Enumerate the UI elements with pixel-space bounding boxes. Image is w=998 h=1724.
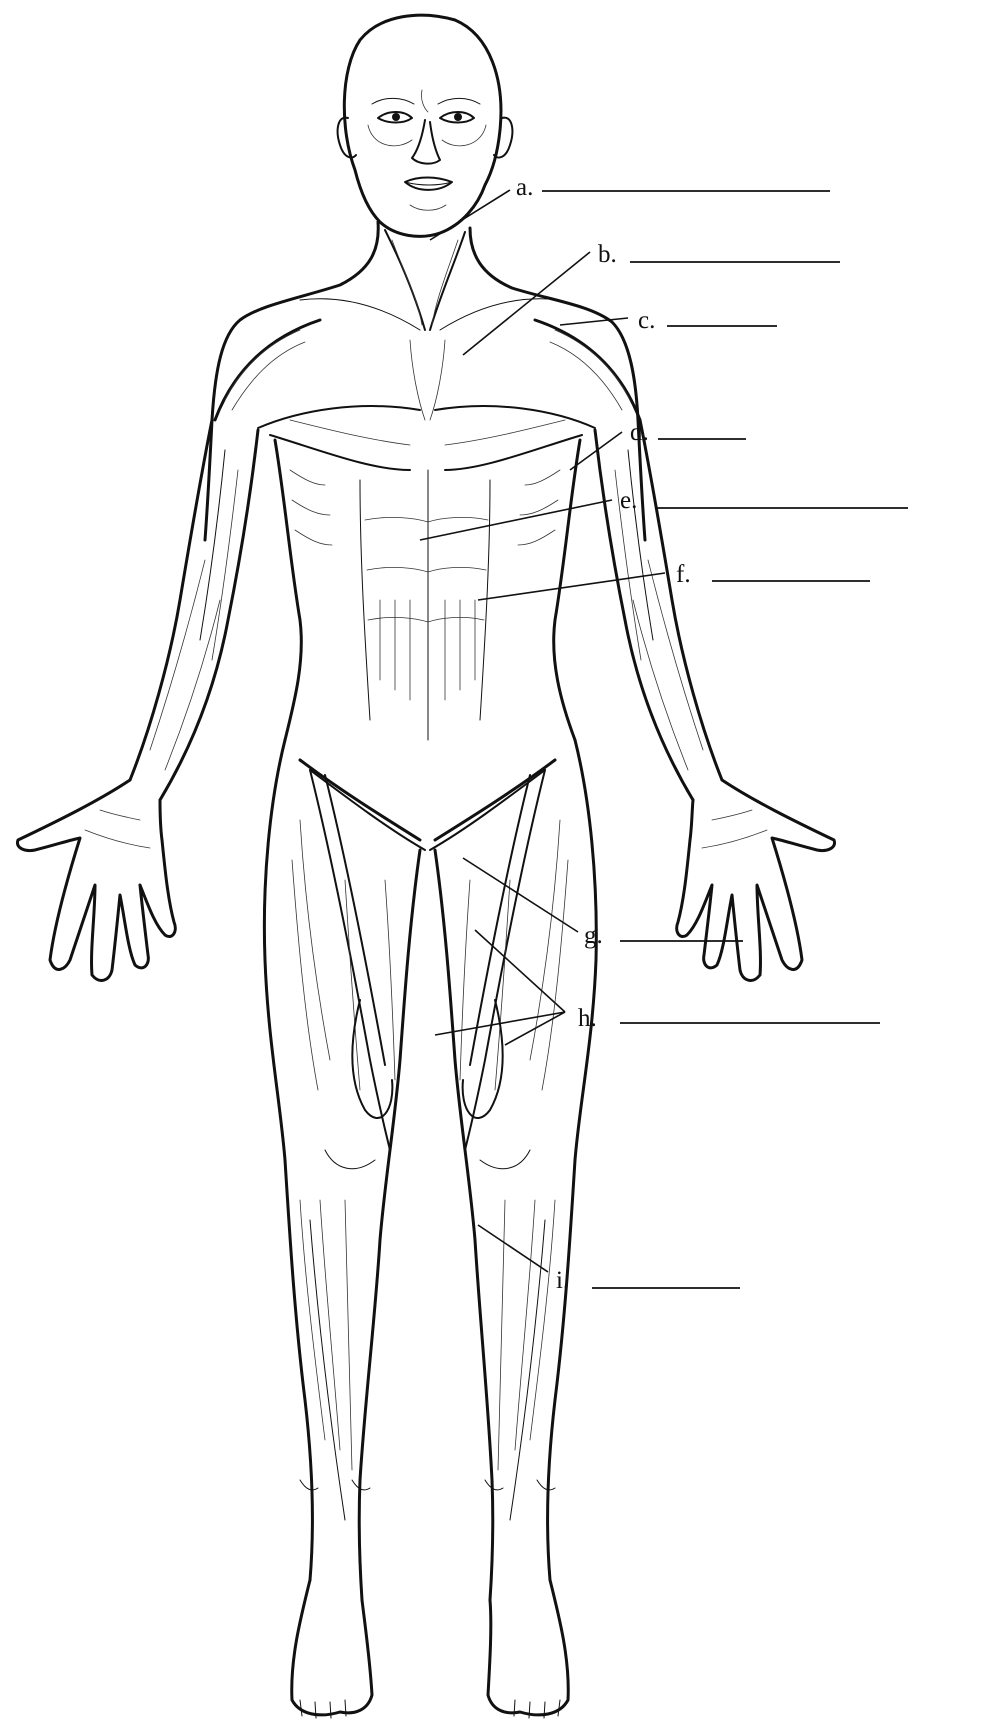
label-e: e.	[620, 487, 637, 514]
leader-line-e	[420, 500, 612, 540]
legs	[264, 740, 596, 1600]
label-a: a.	[516, 174, 533, 201]
label-g: g.	[584, 922, 603, 949]
label-h: h.	[578, 1005, 597, 1032]
human-figure-illustration	[17, 15, 834, 1718]
label-b: b.	[598, 241, 617, 268]
label-d: d.	[630, 419, 649, 446]
leader-line-i	[478, 1225, 548, 1272]
leader-line-g	[463, 858, 578, 932]
label-f: f.	[676, 561, 691, 588]
feet	[292, 1580, 569, 1718]
label-set: a. b. c. d. e. f. g. h. i.	[516, 174, 908, 1294]
label-i: i.	[556, 1267, 569, 1294]
leader-line-c	[560, 318, 628, 325]
left-arm	[17, 420, 258, 980]
label-c: c.	[638, 307, 655, 334]
head	[338, 15, 513, 236]
leader-line-f	[478, 573, 665, 600]
